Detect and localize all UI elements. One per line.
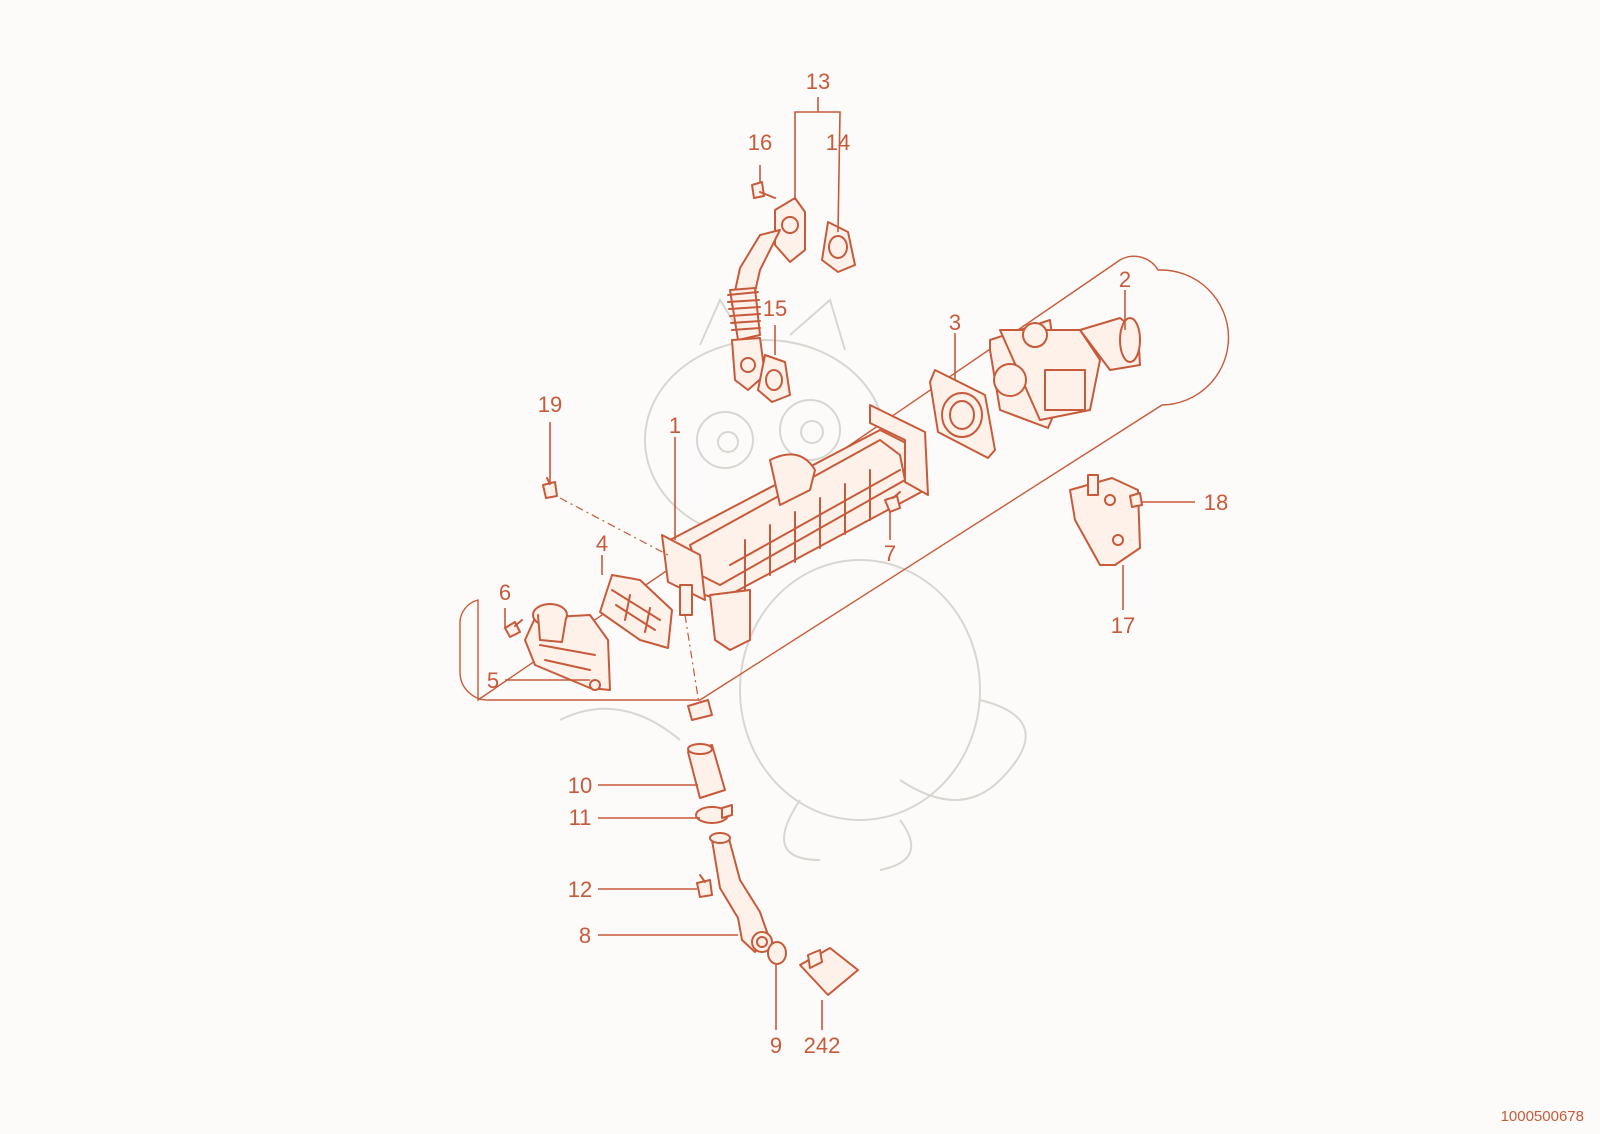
bolt-part-7 bbox=[884, 491, 901, 513]
assembly-dashed-lines bbox=[559, 497, 701, 711]
egr-cooler-part bbox=[661, 404, 929, 651]
callout-11: 11 bbox=[569, 805, 592, 830]
bolt-part-12 bbox=[696, 874, 713, 898]
document-id: 1000500678 bbox=[1501, 1108, 1584, 1125]
callout-10: 10 bbox=[568, 773, 592, 798]
callout-7: 7 bbox=[884, 541, 896, 566]
callout-12: 12 bbox=[568, 877, 592, 902]
callout-5: 5 bbox=[487, 668, 499, 693]
callout-1: 1 bbox=[669, 413, 681, 438]
nut-part-18 bbox=[1129, 492, 1143, 508]
callout-8: 8 bbox=[579, 923, 591, 948]
bolt-part-16 bbox=[751, 181, 776, 199]
flange-plate-part-4 bbox=[599, 574, 673, 649]
callout-4: 4 bbox=[596, 531, 608, 556]
callout-3: 3 bbox=[949, 310, 961, 335]
coolant-pipe-part-8 bbox=[709, 832, 773, 953]
bolt-part-19 bbox=[542, 477, 558, 499]
callout-14: 14 bbox=[826, 130, 850, 155]
clamp-part-11 bbox=[695, 804, 733, 824]
egr-valve-part bbox=[989, 317, 1141, 429]
callout-16: 16 bbox=[748, 130, 772, 155]
label-plate-part-242 bbox=[799, 947, 859, 996]
bolt-part-6 bbox=[504, 619, 523, 638]
egr-pipe-part-13 bbox=[727, 197, 806, 391]
assembly-group-outline bbox=[459, 255, 1230, 702]
callout-19: 19 bbox=[538, 392, 562, 417]
hose-part-10 bbox=[687, 743, 726, 799]
callout-9: 9 bbox=[770, 1033, 782, 1058]
callout-18: 18 bbox=[1204, 490, 1228, 515]
connector-part bbox=[687, 699, 713, 721]
gasket-part-3 bbox=[929, 369, 996, 459]
gasket-part-14 bbox=[821, 221, 856, 273]
throttle-housing-part-5 bbox=[524, 603, 611, 691]
callout-labels: 1 2 3 4 5 6 7 8 9 10 11 12 13 14 15 16 1… bbox=[487, 69, 1228, 1058]
callout-242: 242 bbox=[804, 1033, 841, 1058]
callout-13: 13 bbox=[806, 69, 830, 94]
bracket-part-17 bbox=[1069, 474, 1141, 566]
callout-2: 2 bbox=[1119, 267, 1131, 292]
leader-lines bbox=[504, 97, 1195, 1030]
callout-17: 17 bbox=[1111, 613, 1135, 638]
gasket-part-15 bbox=[757, 354, 791, 403]
o-ring-part-9 bbox=[767, 941, 787, 965]
callout-6: 6 bbox=[499, 580, 511, 605]
callout-15: 15 bbox=[763, 296, 787, 321]
